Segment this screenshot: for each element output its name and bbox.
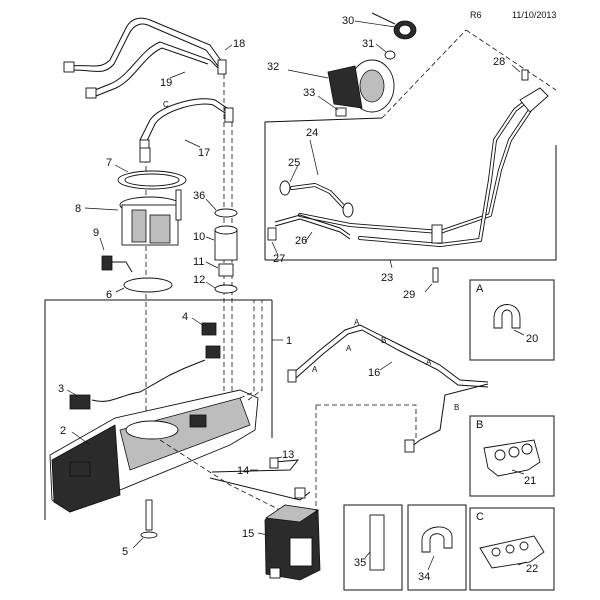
inset-label-c: C [476, 511, 484, 523]
filter-stack [214, 208, 238, 294]
inset-box-b [469, 415, 555, 497]
connector-icon [201, 322, 217, 336]
pipe-tag-a: A [426, 358, 432, 367]
filler-housing [327, 59, 395, 117]
callout-34: 34 [418, 571, 430, 583]
callout-6: 6 [106, 289, 112, 301]
callout-7: 7 [106, 157, 112, 169]
callout-27: 27 [273, 253, 285, 265]
pipe-tag-b: B [454, 403, 459, 412]
pipe-tag-b: B [381, 336, 386, 345]
bolt-icon [140, 499, 158, 539]
callout-20: 20 [526, 333, 538, 345]
connector-icon [217, 59, 227, 75]
connector-icon [404, 439, 415, 453]
tube-icon [369, 514, 385, 571]
hose-clamp-icon [279, 180, 291, 196]
screw-icon [521, 69, 529, 81]
fuel-tank [49, 389, 259, 513]
callout-18: 18 [233, 38, 245, 50]
charcoal-canister [264, 504, 321, 581]
callout-31: 31 [362, 38, 374, 50]
inset-label-b: B [476, 419, 483, 431]
callout-3: 3 [58, 383, 64, 395]
callout-33: 33 [303, 87, 315, 99]
callout-29: 29 [403, 289, 415, 301]
connector-icon [205, 345, 221, 359]
callout-5: 5 [122, 546, 128, 558]
seal-ring-icon [384, 50, 396, 60]
connector-icon [287, 369, 297, 383]
callout-9: 9 [93, 227, 99, 239]
callout-36: 36 [193, 190, 205, 202]
wiring-connector-icon [69, 394, 91, 410]
callout-23: 23 [381, 272, 393, 284]
callout-14: 14 [237, 465, 249, 477]
callout-32: 32 [267, 61, 279, 73]
date-label: 11/10/2013 [512, 10, 556, 20]
inset-box-a [469, 279, 555, 361]
callout-26: 26 [295, 235, 307, 247]
callout-11: 11 [193, 256, 204, 268]
callout-13: 13 [282, 449, 294, 461]
inset-box-c [469, 507, 555, 591]
clip-icon [267, 227, 277, 241]
screw-icon [432, 267, 439, 283]
callout-21: 21 [524, 475, 536, 487]
callout-19: 19 [160, 77, 172, 89]
callout-28: 28 [493, 56, 505, 68]
fuel-pump-module [101, 147, 187, 293]
clip-icon [421, 526, 453, 553]
callout-12: 12 [193, 274, 205, 286]
vapor-line-assembly [63, 17, 234, 151]
callout-25: 25 [288, 157, 300, 169]
callout-30: 30 [342, 15, 354, 27]
callout-2: 2 [60, 425, 66, 437]
fuel-cap [371, 12, 417, 40]
clip-icon [493, 304, 521, 329]
connector-icon [85, 87, 97, 99]
callout-15: 15 [242, 528, 254, 540]
pipe-tag-c: C [163, 100, 169, 109]
callout-22: 22 [526, 563, 538, 575]
pipe-tag-a: A [346, 344, 352, 353]
pipe-tag-a: A [312, 365, 318, 374]
clip-icon [483, 439, 541, 477]
connector-icon [224, 107, 234, 123]
callout-4: 4 [182, 311, 188, 323]
revision-label: R6 [470, 10, 482, 20]
callout-24: 24 [306, 127, 318, 139]
callout-17: 17 [198, 147, 210, 159]
inset-box-34 [407, 504, 467, 591]
connector-icon [63, 61, 75, 73]
pipe-tag-a: A [354, 318, 360, 327]
callout-1: 1 [286, 335, 292, 347]
callout-8: 8 [75, 203, 81, 215]
inset-label-a: A [476, 283, 484, 295]
callout-10: 10 [193, 231, 205, 243]
inset-box-35 [343, 504, 403, 591]
callout-35: 35 [354, 557, 366, 569]
hose-clamp-icon [342, 202, 354, 218]
callout-16: 16 [368, 367, 380, 379]
